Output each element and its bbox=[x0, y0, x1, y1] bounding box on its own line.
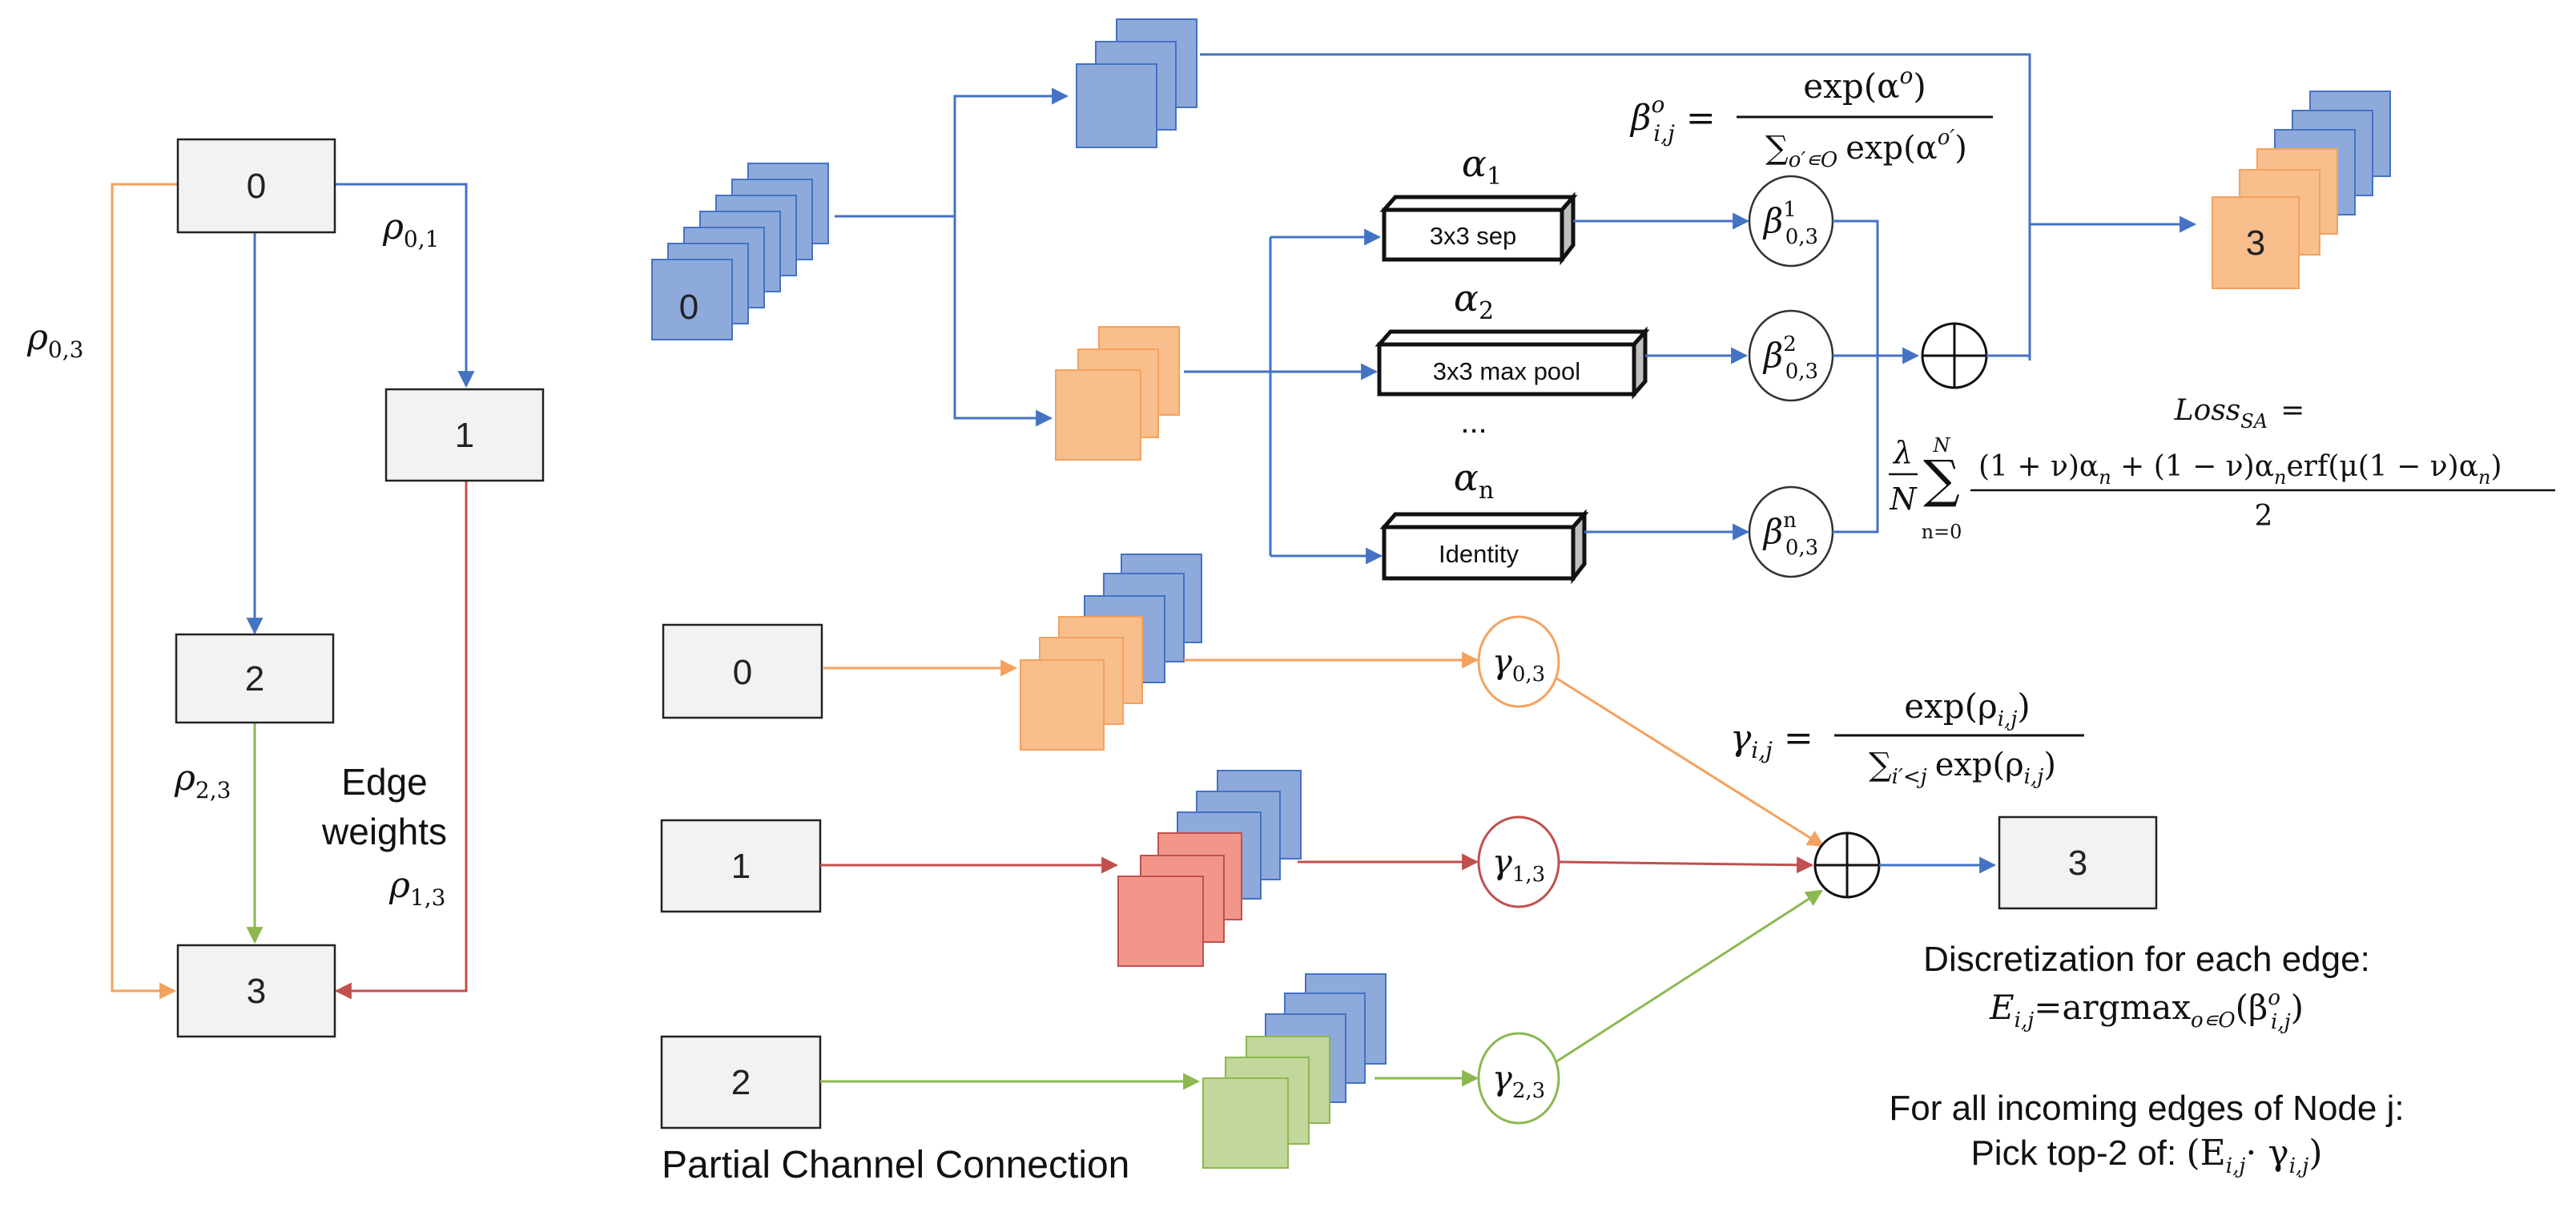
selection-line-2: Pick top-2 of: (Ei,j· γi,j) bbox=[1970, 1133, 2322, 1178]
ellipsis: ... bbox=[1460, 405, 1487, 440]
input-stack-0: 0 bbox=[651, 163, 829, 340]
gamma03-to-sum bbox=[1555, 676, 1825, 848]
node-label: 2 bbox=[731, 1063, 751, 1102]
beta1-to-sum bbox=[1833, 219, 1879, 533]
node-label: 1 bbox=[731, 847, 751, 886]
svg-text:n=0: n=0 bbox=[1922, 521, 1962, 543]
alpha-2: α2 bbox=[1454, 276, 1494, 325]
node-label: 3 bbox=[247, 972, 266, 1011]
edge-0-1 bbox=[335, 183, 475, 389]
svg-text:β20,3: β20,3 bbox=[1762, 332, 1818, 384]
node-label: 3 bbox=[2068, 844, 2087, 883]
svg-text:βoi,j=: βoi,j= bbox=[1629, 91, 1716, 147]
stack-label: 3 bbox=[2246, 223, 2265, 263]
mixed-stack-1 bbox=[1117, 770, 1302, 967]
loss-formula: LossSA= λ N N ∑ n=0 (1 + ν)αn + (1 − ν)α… bbox=[1889, 394, 2555, 543]
op-3x3-sep: 3x3 sep bbox=[1379, 191, 1578, 266]
discretization-title: Discretization for each edge: bbox=[1923, 940, 2370, 979]
gamma-03: γ0,3 bbox=[1477, 615, 1560, 708]
svg-text:(1 + ν)αn + (1 − ν)αnerf(μ(1 −: (1 + ν)αn + (1 − ν)αnerf(μ(1 − ν)αn) bbox=[1978, 450, 2502, 489]
rho-13-label: ρ1,3 bbox=[388, 865, 445, 911]
sum-to-output bbox=[1986, 215, 2197, 357]
svg-text:γ1,3: γ1,3 bbox=[1492, 842, 1545, 887]
rho-23-label: ρ2,3 bbox=[174, 758, 231, 803]
left-graph: 0 1 2 3 ρ0,1 ρ0,3 ρ2,3 ρ1,3 Edge weights bbox=[26, 138, 545, 1038]
op-label: 3x3 sep bbox=[1430, 222, 1517, 250]
op-label: 3x3 max pool bbox=[1433, 357, 1580, 385]
svg-text:∑: ∑ bbox=[1923, 450, 1960, 509]
gamma-23: γ2,3 bbox=[1477, 1032, 1560, 1125]
svg-text:2: 2 bbox=[2255, 500, 2273, 533]
svg-text:exp(ρi,j): exp(ρi,j) bbox=[1904, 686, 2031, 731]
rho-01-label: ρ0,1 bbox=[382, 207, 439, 252]
left-node-0: 0 bbox=[176, 138, 336, 234]
split-up bbox=[953, 87, 1069, 216]
bottom-section: 0 1 2 bbox=[660, 554, 2405, 1186]
left-node-1: 1 bbox=[384, 388, 545, 482]
stack-label: 0 bbox=[679, 288, 698, 327]
partial-channel-label: Partial Channel Connection bbox=[662, 1144, 1129, 1186]
mixed-stack-2 bbox=[1202, 973, 1387, 1169]
gamma-13: γ1,3 bbox=[1477, 815, 1560, 908]
svg-text:γ2,3: γ2,3 bbox=[1492, 1058, 1545, 1103]
op-label: Identity bbox=[1439, 540, 1519, 568]
edge-0-3 bbox=[111, 183, 178, 1000]
mixed-stack-0 bbox=[1020, 554, 1202, 751]
node-label: 0 bbox=[733, 653, 752, 692]
split-down bbox=[953, 216, 1053, 427]
bottom-node-3: 3 bbox=[1998, 815, 2158, 910]
svg-text:γi,j=: γi,j= bbox=[1730, 718, 1813, 763]
sum-node-bottom bbox=[1813, 831, 1881, 899]
svg-text:exp(αo): exp(αo) bbox=[1803, 62, 1926, 106]
rho-03-label: ρ0,3 bbox=[26, 317, 83, 363]
partial-stack bbox=[1055, 326, 1180, 461]
svg-text:β10,3: β10,3 bbox=[1762, 198, 1818, 249]
node-label: 1 bbox=[455, 416, 474, 455]
left-node-2: 2 bbox=[175, 633, 335, 724]
bypass-line bbox=[1200, 53, 2031, 360]
gamma13-to-sum bbox=[1558, 856, 1814, 874]
alpha-1: α1 bbox=[1462, 142, 1502, 191]
selection-line-1: For all incoming edges of Node j: bbox=[1889, 1089, 2404, 1128]
node-label: 0 bbox=[247, 167, 266, 206]
bottom-node-2: 2 bbox=[660, 1035, 822, 1129]
bottom-node-1: 1 bbox=[660, 819, 822, 913]
bypass-stack bbox=[1076, 18, 1197, 148]
op-identity: Identity bbox=[1379, 509, 1589, 585]
op-3x3-max-pool: 3x3 max pool bbox=[1375, 326, 1650, 400]
alpha-n: αn bbox=[1454, 456, 1494, 505]
sum-node-top bbox=[1921, 322, 1988, 389]
svg-text:λ: λ bbox=[1892, 435, 1913, 470]
output-stack-3: 3 bbox=[2212, 91, 2391, 289]
edge-1-3 bbox=[334, 481, 468, 1000]
svg-text:βn0,3: βn0,3 bbox=[1762, 509, 1818, 560]
top-section: 0 3x3 sep α1 bbox=[651, 18, 2555, 585]
svg-text:N: N bbox=[1889, 481, 1918, 517]
svg-text:N: N bbox=[1933, 434, 1951, 457]
bottom-node-0: 0 bbox=[662, 623, 823, 719]
left-node-3: 3 bbox=[176, 944, 336, 1038]
edge-weights-label-1: Edge bbox=[341, 761, 427, 803]
svg-text:LossSA=: LossSA= bbox=[2174, 394, 2304, 433]
node-label: 2 bbox=[245, 659, 264, 699]
edge-weights-label-2: weights bbox=[321, 811, 447, 852]
svg-text:γ0,3: γ0,3 bbox=[1492, 642, 1545, 686]
gamma23-to-sum bbox=[1555, 889, 1823, 1064]
